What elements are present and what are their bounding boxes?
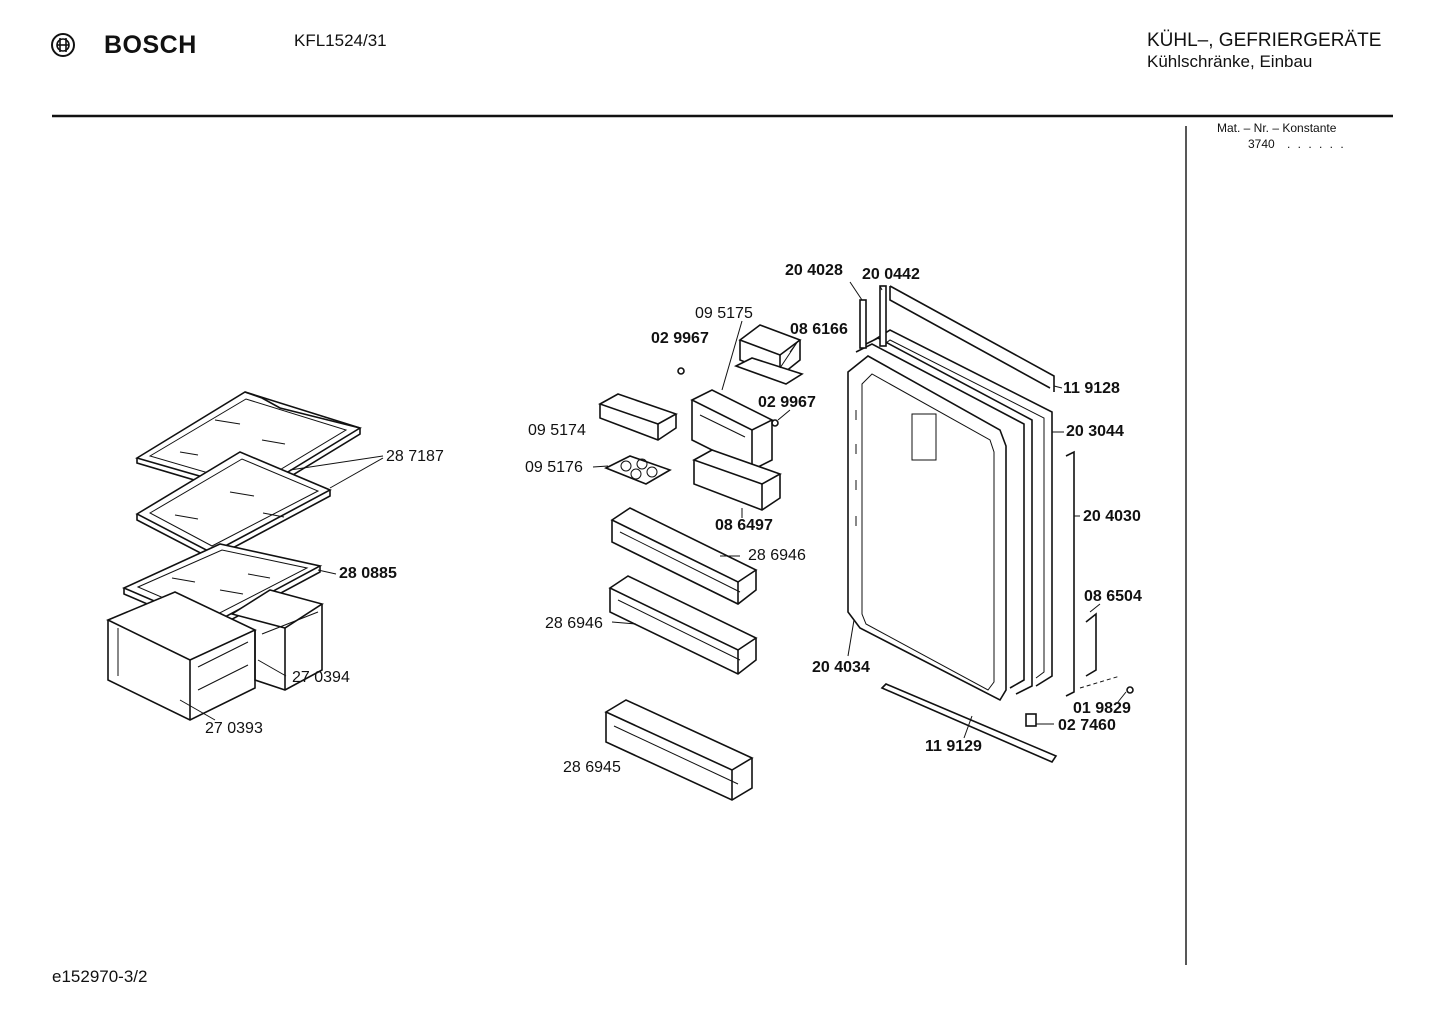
brand-name: BOSCH (104, 31, 197, 59)
mat-nr-dots: . . . . . . (1287, 137, 1346, 151)
part-label-286945: 28 6945 (563, 759, 621, 776)
part-label-086166: 08 6166 (790, 321, 848, 338)
right-vertical-strip (1065, 450, 1075, 697)
part-label-204034: 20 4034 (812, 659, 870, 676)
part-label-119129: 11 9129 (925, 738, 982, 755)
model-number: KFL1524/31 (294, 31, 387, 50)
part-label-270393: 27 0393 (205, 720, 263, 737)
part-label-029967-lower: 02 9967 (758, 394, 816, 411)
door-panel (847, 355, 1007, 702)
egg-tray (604, 455, 672, 485)
bottle-shelf (604, 699, 754, 801)
document-id: e152970-3/2 (52, 967, 148, 986)
small-tray (598, 393, 678, 441)
part-label-095175: 09 5175 (695, 305, 753, 322)
hinge-cap-icon (1025, 713, 1037, 727)
mat-nr-label: Mat. – Nr. – Konstante (1217, 121, 1337, 135)
part-label-280885: 28 0885 (339, 565, 397, 582)
category-title: KÜHL–, GEFRIERGERÄTE (1147, 30, 1382, 51)
mat-nr-value: 3740 (1248, 137, 1275, 151)
hinge-bracket (1085, 612, 1097, 677)
part-label-095176: 09 5176 (525, 459, 583, 476)
screw-icon (677, 367, 685, 375)
holder-clip (692, 449, 782, 511)
part-label-286946-lower: 28 6946 (545, 615, 603, 632)
part-label-086504: 08 6504 (1084, 588, 1142, 605)
part-label-200442: 20 0442 (862, 266, 920, 283)
part-label-270394: 27 0394 (292, 669, 350, 686)
part-label-204028: 20 4028 (785, 262, 843, 279)
part-label-095174: 09 5174 (528, 422, 586, 439)
part-label-286946-upper: 28 6946 (748, 547, 806, 564)
part-label-287187: 28 7187 (386, 448, 444, 465)
door-shelf-lower (608, 575, 758, 675)
door-shelf-upper (610, 507, 758, 605)
part-label-119128: 11 9128 (1063, 380, 1120, 397)
part-label-019829: 01 9829 (1073, 700, 1131, 717)
vegetable-drawer-small (230, 589, 324, 691)
part-label-027460: 02 7460 (1058, 717, 1116, 734)
bosch-logo-icon (51, 33, 75, 57)
screw-icon (771, 419, 779, 427)
part-label-204030: 20 4030 (1083, 508, 1141, 525)
part-label-203044: 20 3044 (1066, 423, 1124, 440)
part-label-029967-upper: 02 9967 (651, 330, 709, 347)
category-subtitle: Kühlschränke, Einbau (1147, 52, 1313, 71)
screw-icon (1126, 686, 1134, 694)
left-vertical-strip (859, 285, 887, 349)
butter-compartment-lid (733, 324, 804, 385)
top-strip (889, 285, 1055, 392)
part-label-086497: 08 6497 (715, 517, 773, 534)
